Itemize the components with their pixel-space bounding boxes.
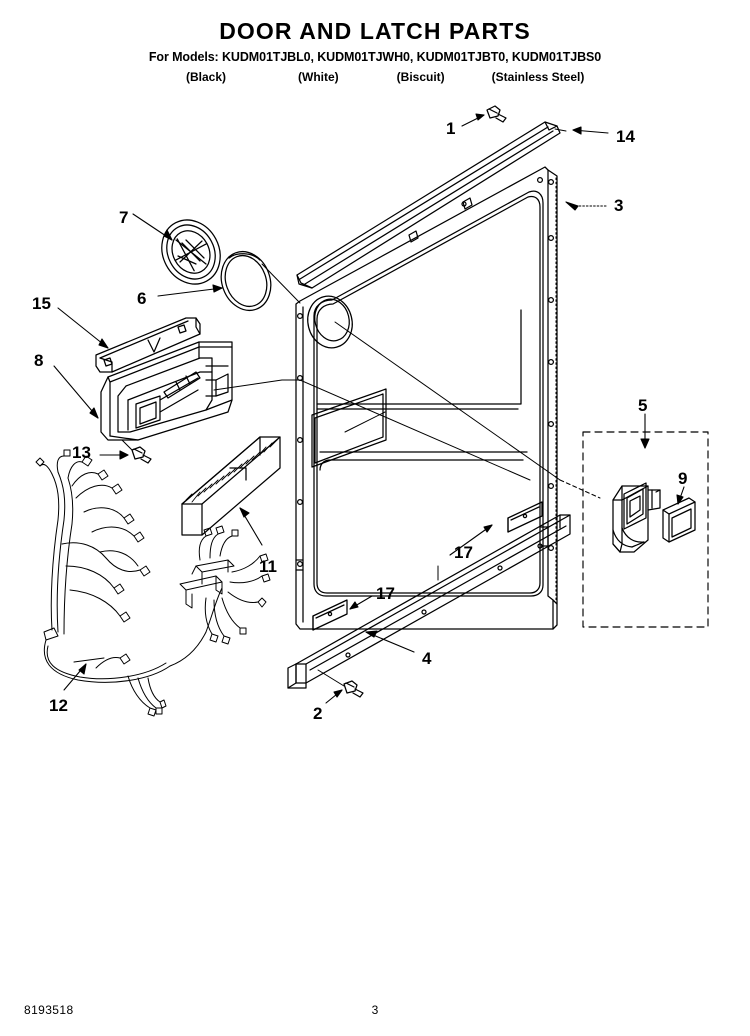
callout-4: 4 — [422, 649, 432, 668]
callout-13: 13 — [72, 443, 91, 462]
models-line: For Models: KUDM01TJBL0, KUDM01TJWH0, KU… — [148, 50, 602, 64]
part-door-insulation — [181, 436, 281, 536]
callout-17-lower: 17 — [376, 584, 395, 603]
part-vent-gasket-ring — [220, 251, 272, 311]
part-bracket-tab-upper — [507, 501, 543, 533]
part-wire-harness — [35, 449, 271, 717]
leader-7 — [132, 213, 173, 241]
leader-1 — [461, 113, 485, 127]
callout-7: 7 — [119, 208, 129, 227]
leader-11 — [239, 507, 263, 546]
part-bracket-tab-lower — [312, 599, 348, 631]
callout-9: 9 — [678, 469, 688, 488]
leader-9 — [676, 486, 685, 505]
part-top-trim-strip — [296, 121, 561, 289]
callout-15: 15 — [32, 294, 51, 313]
leader-6 — [157, 284, 223, 297]
callout-1: 1 — [446, 119, 456, 138]
part-bottom-access-panel — [287, 514, 571, 689]
part-inner-door-panel — [295, 166, 558, 630]
leader-12 — [63, 663, 87, 691]
leader-8 — [53, 365, 99, 419]
leader-14 — [572, 126, 609, 135]
leader-5 — [640, 413, 650, 449]
part-vent-cap — [161, 219, 221, 285]
leader-5-cross — [281, 321, 601, 499]
dispenser-dashed-box — [582, 431, 709, 628]
leader-13 — [99, 450, 129, 460]
leader-2 — [325, 689, 343, 704]
part-latch-assembly — [100, 341, 233, 441]
callout-11: 11 — [259, 557, 277, 576]
part-screw-bottom — [343, 680, 364, 698]
page-number: 3 — [371, 1003, 379, 1017]
part-dispenser-cover — [662, 497, 696, 543]
figure-number: 8193518 — [24, 1003, 74, 1017]
leader-3 — [565, 201, 607, 211]
part-screw-top — [486, 105, 507, 123]
callout-14: 14 — [616, 127, 635, 146]
leader-17-upper — [449, 524, 493, 556]
color-variant-biscuit: (Biscuit) — [396, 70, 445, 84]
color-variants-row: (Black) (White) (Biscuit) (Stainless Ste… — [0, 70, 750, 84]
leader-4 — [365, 630, 415, 653]
part-latch-screw — [131, 446, 152, 464]
part-handle-trim — [95, 317, 201, 373]
page-title: DOOR AND LATCH PARTS — [219, 18, 531, 44]
leader-15 — [57, 307, 109, 349]
callout-12: 12 — [49, 696, 68, 715]
callout-2: 2 — [313, 704, 323, 723]
color-variant-stainless-steel: (Stainless Steel) — [491, 70, 585, 84]
callout-5: 5 — [638, 396, 648, 415]
callout-8: 8 — [34, 351, 44, 370]
color-variant-black: (Black) — [185, 70, 226, 84]
callout-17-upper: 17 — [454, 543, 473, 562]
color-variant-white: (White) — [298, 70, 339, 84]
callout-6: 6 — [137, 289, 147, 308]
part-dispenser-assembly — [612, 482, 661, 553]
leader-17-lower — [349, 595, 373, 610]
callout-3: 3 — [614, 196, 624, 215]
